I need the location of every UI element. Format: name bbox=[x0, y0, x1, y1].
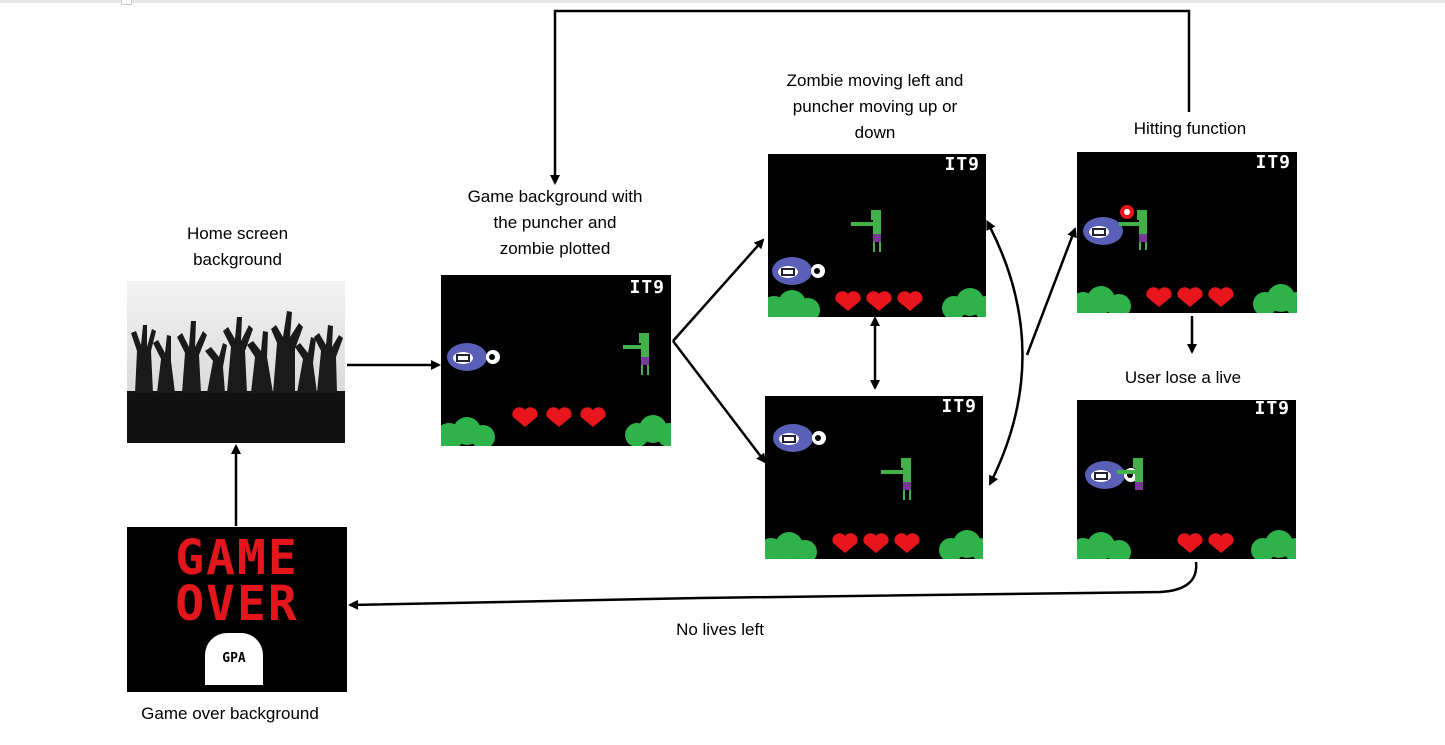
zombie-sprite bbox=[851, 210, 881, 252]
game-start-screen: IT9 bbox=[441, 275, 671, 446]
bush-left bbox=[441, 417, 495, 446]
score-display: IT9 bbox=[941, 396, 977, 417]
lives-hearts bbox=[832, 533, 920, 553]
arrow-curved-right bbox=[986, 219, 1024, 486]
bush-left bbox=[765, 532, 817, 559]
label-game-background: Game background with the puncher and zom… bbox=[467, 187, 643, 258]
bush-left bbox=[1077, 532, 1131, 559]
label-user-lose-live: User lose a live bbox=[1124, 368, 1242, 387]
score-display: IT9 bbox=[944, 154, 980, 175]
tombstone-label: GPA bbox=[222, 651, 246, 666]
tombstone-icon: GPA bbox=[205, 633, 263, 685]
heart-icon bbox=[894, 533, 920, 553]
heart-icon bbox=[580, 407, 606, 427]
puncher-sprite bbox=[772, 257, 825, 285]
arrow-lose-to-gameover bbox=[348, 561, 1198, 610]
heart-icon bbox=[863, 533, 889, 553]
home-screen-image bbox=[127, 281, 345, 443]
lives-hearts bbox=[1177, 533, 1234, 553]
bush-right bbox=[942, 288, 986, 317]
arrow-game-to-down bbox=[672, 340, 767, 464]
lives-hearts bbox=[1146, 287, 1234, 307]
label-zombie-moving: Zombie moving left and puncher moving up… bbox=[786, 71, 964, 142]
zombie-sprite bbox=[881, 458, 911, 500]
label-game-over-background: Game over background bbox=[141, 704, 319, 723]
score-display: IT9 bbox=[1255, 152, 1291, 173]
heart-icon bbox=[866, 291, 892, 311]
hitting-function-screen: IT9 bbox=[1077, 152, 1297, 313]
heart-icon bbox=[897, 291, 923, 311]
bush-right bbox=[1251, 530, 1296, 559]
bush-right bbox=[1253, 284, 1297, 313]
top-border bbox=[0, 0, 1445, 3]
zombie-sprite bbox=[623, 333, 649, 375]
label-hitting-function: Hitting function bbox=[1133, 119, 1247, 138]
game-over-text-line2: OVER bbox=[175, 576, 299, 632]
punch-fist bbox=[1120, 205, 1134, 219]
heart-icon bbox=[835, 291, 861, 311]
label-no-lives-left: No lives left bbox=[676, 620, 764, 639]
lose-live-screen: IT9 bbox=[1077, 400, 1296, 559]
game-over-screen: GAME OVER GPA bbox=[127, 527, 347, 692]
puncher-sprite bbox=[1085, 461, 1138, 489]
heart-icon bbox=[1146, 287, 1172, 307]
puncher-sprite bbox=[447, 343, 500, 371]
bush-left bbox=[768, 290, 820, 317]
zombie-moving-screen-up: IT9 bbox=[768, 154, 986, 317]
arrow-to-hitting bbox=[1025, 227, 1077, 356]
lives-hearts bbox=[512, 407, 606, 427]
bush-left bbox=[1077, 286, 1131, 313]
zombie-sprite bbox=[1119, 210, 1147, 250]
heart-icon bbox=[1208, 287, 1234, 307]
bush-right bbox=[939, 530, 983, 559]
page-marker bbox=[121, 0, 132, 5]
heart-icon bbox=[512, 407, 538, 427]
puncher-sprite bbox=[773, 424, 826, 452]
arrow-game-to-up bbox=[672, 238, 765, 342]
zombie-hands-art bbox=[127, 281, 345, 443]
puncher-sprite bbox=[1083, 217, 1123, 245]
bush-right bbox=[625, 415, 671, 446]
zombie-moving-screen-down: IT9 bbox=[765, 396, 983, 559]
heart-icon bbox=[1177, 287, 1203, 307]
label-home-screen: Home screen background bbox=[186, 224, 289, 269]
heart-icon bbox=[1208, 533, 1234, 553]
score-display: IT9 bbox=[629, 277, 665, 298]
heart-icon bbox=[546, 407, 572, 427]
heart-icon bbox=[1177, 533, 1203, 553]
heart-icon bbox=[832, 533, 858, 553]
score-display: IT9 bbox=[1254, 400, 1290, 419]
arrow-hitting-to-game bbox=[550, 9, 1191, 185]
lives-hearts bbox=[835, 291, 923, 311]
game-over-text-line1: GAME bbox=[175, 530, 299, 586]
zombie-sprite bbox=[1117, 458, 1143, 490]
